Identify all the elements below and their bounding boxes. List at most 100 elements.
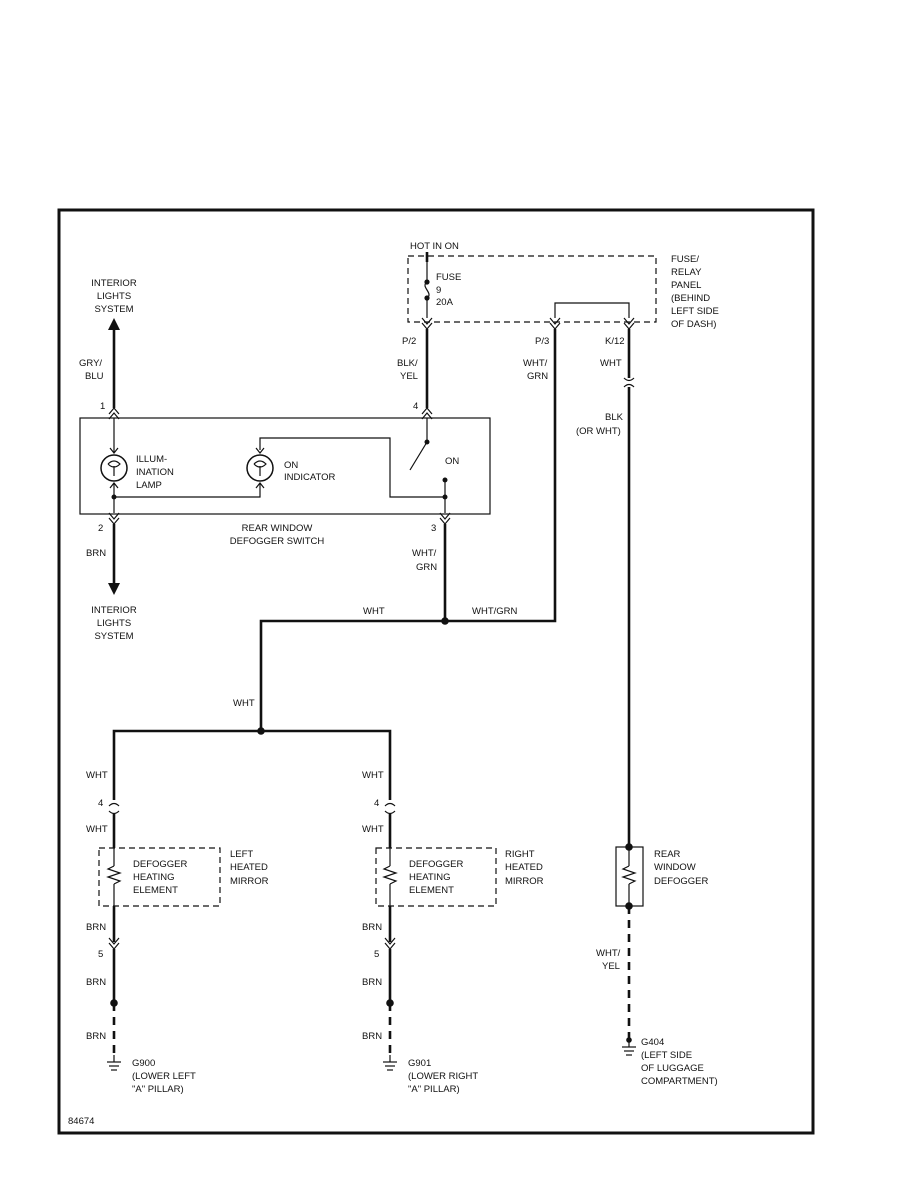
- fuse-icon: [424, 262, 430, 318]
- fuse-rating: 20A: [436, 297, 454, 308]
- left-mirror-name-2: HEATED: [230, 862, 268, 873]
- wire-wht-grn-label-2: GRN: [527, 371, 548, 382]
- wire-pin3-label-2: GRN: [416, 562, 437, 573]
- left-brn-below: BRN: [86, 1031, 106, 1042]
- switch-pin-3: 3: [431, 523, 436, 534]
- right-wht-above: WHT: [362, 770, 384, 781]
- right-wht-below: WHT: [362, 824, 384, 835]
- wire-wht-mid-label: WHT: [233, 698, 255, 709]
- lamp-label-3: LAMP: [136, 480, 162, 491]
- wire-blk-or-wht-label-2: (OR WHT): [576, 426, 621, 437]
- on-indicator-lamp-icon: [246, 454, 274, 482]
- wire-pin3-label-1: WHT/: [412, 548, 437, 559]
- wire-wht-yel-label-1: WHT/: [596, 948, 621, 959]
- left-element-3: ELEMENT: [133, 885, 178, 896]
- left-mirror-box: [98, 847, 221, 907]
- rear-window-defogger: REAR WINDOW DEFOGGER WHT/ YEL G404 (LEFT…: [596, 843, 718, 1087]
- right-heated-mirror: WHT 4 WHT DEFOGGER HEATING ELEMENT RIGHT…: [362, 770, 544, 1095]
- interior-bottom-3: SYSTEM: [94, 631, 133, 642]
- rear-ground-1: G404: [641, 1037, 664, 1048]
- interior-bottom-2: LIGHTS: [97, 618, 131, 629]
- switch-pin-4: 4: [413, 401, 418, 412]
- panel-name-6: OF DASH): [671, 319, 716, 330]
- left-brn-mid: BRN: [86, 977, 106, 988]
- right-element-3: ELEMENT: [409, 885, 454, 896]
- lamp-label-1: ILLUM-: [136, 454, 167, 465]
- lamp-label-2: INATION: [136, 467, 174, 478]
- right-ground-2: (LOWER RIGHT: [408, 1071, 478, 1082]
- left-wht-below: WHT: [86, 824, 108, 835]
- wire-blk-yel-label-2: YEL: [400, 371, 418, 382]
- right-element-2: HEATING: [409, 872, 451, 883]
- right-pin-5: 5: [374, 949, 379, 960]
- connector-icon: [384, 802, 396, 815]
- wire-gry-blu-label-1: GRY/: [79, 358, 102, 369]
- right-brn-mid: BRN: [362, 977, 382, 988]
- fuse-label: FUSE: [436, 272, 461, 283]
- switch-on-label: ON: [445, 456, 459, 467]
- rear-defogger-name-3: DEFOGGER: [654, 876, 709, 887]
- switch-name-2: DEFOGGER SWITCH: [230, 536, 325, 547]
- right-mirror-box: [375, 847, 497, 907]
- left-ground-3: "A" PILLAR): [132, 1084, 184, 1095]
- diagram-frame: [57, 208, 815, 1135]
- panel-name-3: PANEL: [671, 280, 701, 291]
- panel-name-5: LEFT SIDE: [671, 306, 719, 317]
- panel-name-4: (BEHIND: [671, 293, 710, 304]
- hot-in-on-label: HOT IN ON: [410, 241, 459, 252]
- wire-wht-grn-junction-label: WHT/GRN: [472, 606, 518, 617]
- left-ground-2: (LOWER LEFT: [132, 1071, 196, 1082]
- wire-blk-yel-label-1: BLK/: [397, 358, 418, 369]
- wire-wht-yel-label-2: YEL: [602, 961, 620, 972]
- connector-icon: [108, 407, 433, 420]
- left-pin-4: 4: [98, 798, 103, 809]
- right-ground-3: "A" PILLAR): [408, 1084, 460, 1095]
- illumination-lamp-icon: [100, 454, 128, 482]
- switch-box: [79, 417, 491, 515]
- heating-element-icon: [106, 865, 122, 885]
- interior-top-2: LIGHTS: [97, 291, 131, 302]
- right-mirror-name-3: MIRROR: [505, 876, 544, 887]
- internal-link: [554, 302, 630, 318]
- pin-p3-label: P/3: [535, 336, 549, 347]
- wire-wht-grn-label-1: WHT/: [523, 358, 548, 369]
- connector-icon: [421, 317, 635, 330]
- wire-blk-or-wht-label-1: BLK: [605, 412, 624, 423]
- ground-icon: [383, 1055, 397, 1071]
- left-mirror-name-3: MIRROR: [230, 876, 269, 887]
- interior-top-3: SYSTEM: [94, 304, 133, 315]
- wire-mirror-feed: [112, 729, 392, 800]
- left-pin-5: 5: [98, 949, 103, 960]
- rear-defogger-name-2: WINDOW: [654, 862, 696, 873]
- left-element-2: HEATING: [133, 872, 175, 883]
- connector-icon: [108, 802, 120, 815]
- wire-gry-blu-label-2: BLU: [85, 371, 104, 382]
- rear-ground-4: COMPARTMENT): [641, 1076, 718, 1087]
- panel-name-1: FUSE/: [671, 254, 699, 265]
- left-mirror-name-1: LEFT: [230, 849, 253, 860]
- left-brn-above: BRN: [86, 922, 106, 933]
- interior-bottom-1: INTERIOR: [91, 605, 137, 616]
- indicator-label-1: ON: [284, 460, 298, 471]
- fuse-panel-box: [407, 255, 657, 323]
- arrow-down-icon: [108, 583, 120, 595]
- right-ground-1: G901: [408, 1058, 431, 1069]
- heating-element-icon: [621, 865, 637, 885]
- fuse-relay-panel: HOT IN ON FUSE 9 20A FUSE/ RELAY PANEL (…: [402, 241, 719, 347]
- switch-pin-2: 2: [98, 523, 103, 534]
- pin-k12-label: K/12: [605, 336, 625, 347]
- indicator-label-2: INDICATOR: [284, 472, 336, 483]
- left-element-1: DEFOGGER: [133, 859, 188, 870]
- rear-ground-3: OF LUGGAGE: [641, 1063, 704, 1074]
- pin-p2-label: P/2: [402, 336, 416, 347]
- switch-name-1: REAR WINDOW: [242, 523, 313, 534]
- wire-wht-grn: [445, 329, 557, 623]
- rear-defogger-name-1: REAR: [654, 849, 681, 860]
- connector-icon: [623, 377, 635, 388]
- wire-wht-junction-label: WHT: [363, 606, 385, 617]
- fuse-number: 9: [436, 285, 441, 296]
- ground-icon: [622, 1040, 636, 1056]
- defogger-switch: 1 4 2 3 ILLUM- INATION LAMP: [79, 401, 491, 547]
- left-heated-mirror: WHT 4 WHT DEFOGGER HEATING ELEMENT LEFT …: [86, 770, 269, 1095]
